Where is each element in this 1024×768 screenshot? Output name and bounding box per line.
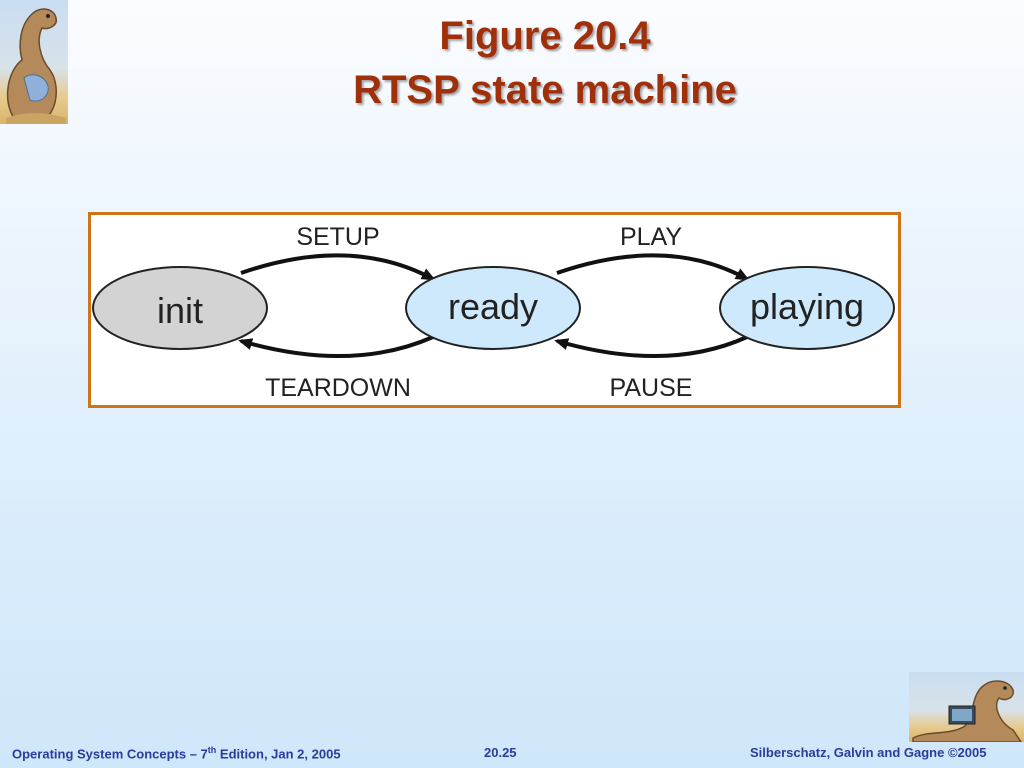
dinosaur-computer-icon xyxy=(909,672,1024,742)
footer-copyright: Silberschatz, Galvin and Gagne ©2005 xyxy=(750,745,987,760)
footer-book-title-edition: Edition, Jan 2, 2005 xyxy=(216,746,341,762)
play-arrow xyxy=(556,253,750,281)
footer-page-number: 20.25 xyxy=(484,745,517,760)
state-ready xyxy=(405,266,581,350)
pause-arrow xyxy=(554,335,748,359)
slide-title: Figure 20.4 xyxy=(439,14,651,58)
state-machine-figure: init ready playing SETUP PLAY TEARDOWN P… xyxy=(88,212,901,408)
footer-book-title-sup: th xyxy=(207,745,217,755)
state-machine-diagram: init ready playing SETUP PLAY TEARDOWN P… xyxy=(92,223,895,402)
teardown-arrow xyxy=(238,335,434,359)
state-ready-label: ready xyxy=(448,286,538,327)
transition-play-label: PLAY xyxy=(620,223,682,251)
footer-book-title-text: Operating System Concepts – 7 xyxy=(12,746,208,762)
transition-setup-label: SETUP xyxy=(296,223,379,251)
state-init xyxy=(92,266,268,350)
transition-pause-label: PAUSE xyxy=(610,374,693,402)
dinosaur-logo-icon xyxy=(0,0,68,124)
slide-subtitle: RTSP state machine xyxy=(353,68,737,112)
state-init-label: init xyxy=(157,290,203,331)
transition-teardown-label: TEARDOWN xyxy=(265,374,411,402)
setup-arrow xyxy=(240,253,436,281)
state-playing-label: playing xyxy=(750,286,864,327)
footer-book-title: Operating System Concepts – 7th Edition,… xyxy=(12,745,341,763)
state-playing xyxy=(719,266,895,350)
